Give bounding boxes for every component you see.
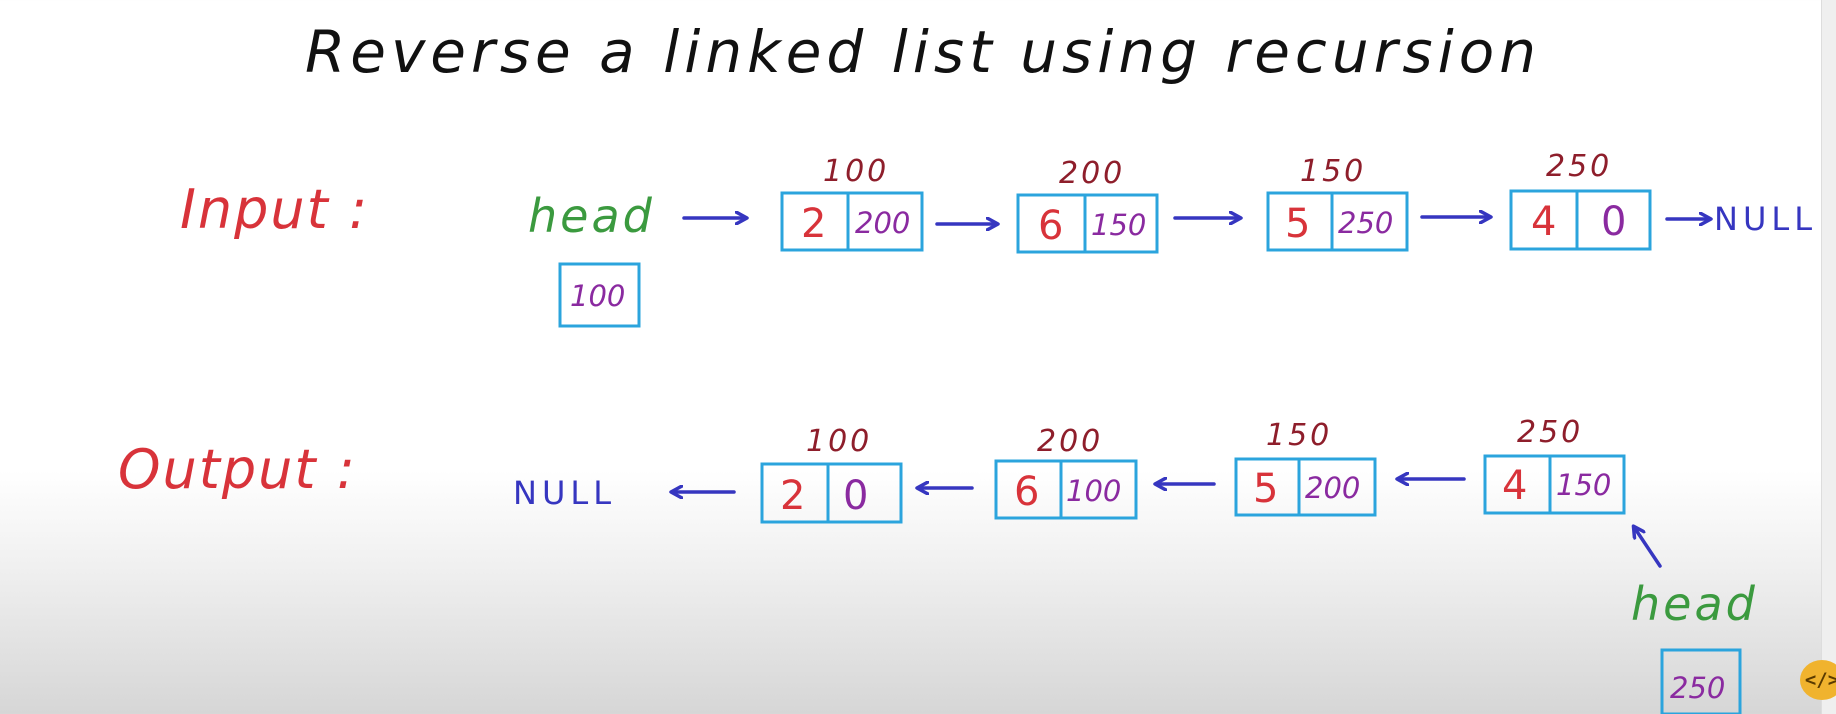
output-node-100-data: 2 xyxy=(780,473,805,519)
output-head-label: head xyxy=(1631,577,1758,631)
input-head-label: head xyxy=(528,189,655,243)
input-node-4-next: 0 xyxy=(1601,199,1626,245)
output-node-100-box xyxy=(760,462,903,524)
output-head-value: 250 xyxy=(1670,671,1725,705)
output-label: Output : xyxy=(118,438,357,501)
code-embed-label: </> xyxy=(1804,669,1836,691)
input-node-1-data: 2 xyxy=(801,201,826,247)
output-node-250-data: 4 xyxy=(1502,463,1527,509)
input-node-4-box xyxy=(1509,189,1652,251)
input-node-4-data: 4 xyxy=(1531,199,1556,245)
input-node-1-address: 100 xyxy=(823,154,889,189)
right-scroll-strip xyxy=(1821,0,1836,714)
input-node-3-address: 150 xyxy=(1300,154,1366,189)
input-head-value: 100 xyxy=(570,279,625,313)
code-embed-icon[interactable]: </> xyxy=(1800,660,1836,700)
output-node-200-address: 200 xyxy=(1037,424,1103,459)
input-node-3-next: 250 xyxy=(1338,206,1393,240)
output-node-150-next: 200 xyxy=(1305,471,1360,505)
output-null-label: NULL xyxy=(513,474,616,512)
output-head-arrow xyxy=(1634,527,1662,568)
input-node-1-box xyxy=(780,191,924,252)
input-node-4-address: 250 xyxy=(1546,149,1612,184)
input-node-2-next: 150 xyxy=(1091,208,1146,242)
output-node-200-data: 6 xyxy=(1014,469,1039,515)
input-node-3-data: 5 xyxy=(1285,201,1310,247)
output-node-250-box xyxy=(1483,454,1626,515)
output-node-250-next: 150 xyxy=(1556,468,1611,502)
input-node-3-box xyxy=(1266,191,1409,252)
page-title: Reverse a linked list using recursion xyxy=(305,18,1541,86)
output-node-250-address: 250 xyxy=(1517,415,1583,450)
input-label: Input : xyxy=(180,178,369,241)
input-head-box xyxy=(558,262,641,328)
output-node-100-address: 100 xyxy=(806,424,872,459)
output-head-box xyxy=(1660,648,1742,714)
output-node-150-data: 5 xyxy=(1253,466,1278,512)
output-node-150-box xyxy=(1234,457,1377,517)
input-node-2-box xyxy=(1016,193,1159,254)
output-node-100-next: 0 xyxy=(843,473,868,519)
input-node-1-next: 200 xyxy=(855,206,910,240)
input-node-2-address: 200 xyxy=(1059,156,1125,191)
output-node-200-box xyxy=(994,459,1138,520)
output-node-200-next: 100 xyxy=(1066,474,1121,508)
input-null-label: NULL xyxy=(1714,200,1817,238)
output-node-150-address: 150 xyxy=(1266,418,1332,453)
input-node-2-data: 6 xyxy=(1038,203,1063,249)
